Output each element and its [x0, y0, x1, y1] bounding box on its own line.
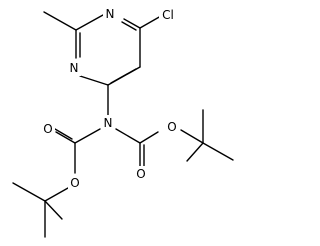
- bond-n1-c2: [75, 14, 104, 31]
- bond-c2-methyl: [43, 11, 77, 31]
- structure-diagram: Cl N N N O O O O: [12, 6, 234, 238]
- pyrimidine-ring: [75, 14, 141, 86]
- bond-tbu-left-methyl-3: [44, 200, 63, 220]
- ring-substituents: [43, 11, 162, 118]
- ring-nitrogen-left-label: N: [70, 61, 79, 75]
- ester-oxygen-right-label: O: [167, 120, 176, 134]
- amide-nitrogen-label: N: [104, 116, 113, 130]
- bond-c4-c5-double: [110, 68, 137, 84]
- ester-oxygen-left-label: O: [70, 176, 79, 190]
- bond-n3-c4: [79, 75, 109, 86]
- bond-n-carbonyl-right: [115, 128, 141, 144]
- ring-nitrogen-top-label: N: [106, 7, 115, 21]
- molecule-svg: Cl N N N O O O O: [12, 6, 234, 238]
- bond-c-o-right: [139, 131, 159, 144]
- bond-c6-cl: [139, 15, 162, 29]
- bond-n-carbonyl-left: [74, 128, 101, 144]
- carbonyl-oxygen-right-label: O: [136, 167, 145, 181]
- bond-tbu-right-methyl-2: [202, 142, 234, 161]
- bond-c6-n1-double: [121, 21, 137, 31]
- atom-labels: Cl N N N O O O O: [41, 6, 179, 191]
- bond-o-tbu-left: [44, 187, 69, 202]
- carbonyl-oxygen-left-label: O: [43, 122, 52, 136]
- bond-tbu-right-methyl-3: [186, 142, 204, 162]
- bond-c6-n1: [123, 18, 141, 29]
- bond-o-tbu-right: [180, 129, 204, 144]
- bond-carbonyl-left: [55, 131, 76, 144]
- boc-groups: [12, 109, 234, 238]
- bond-carbonyl-left-double: [54, 128, 73, 140]
- bond-tbu-left-methyl-1: [12, 182, 46, 202]
- chlorine-label: Cl: [162, 8, 174, 22]
